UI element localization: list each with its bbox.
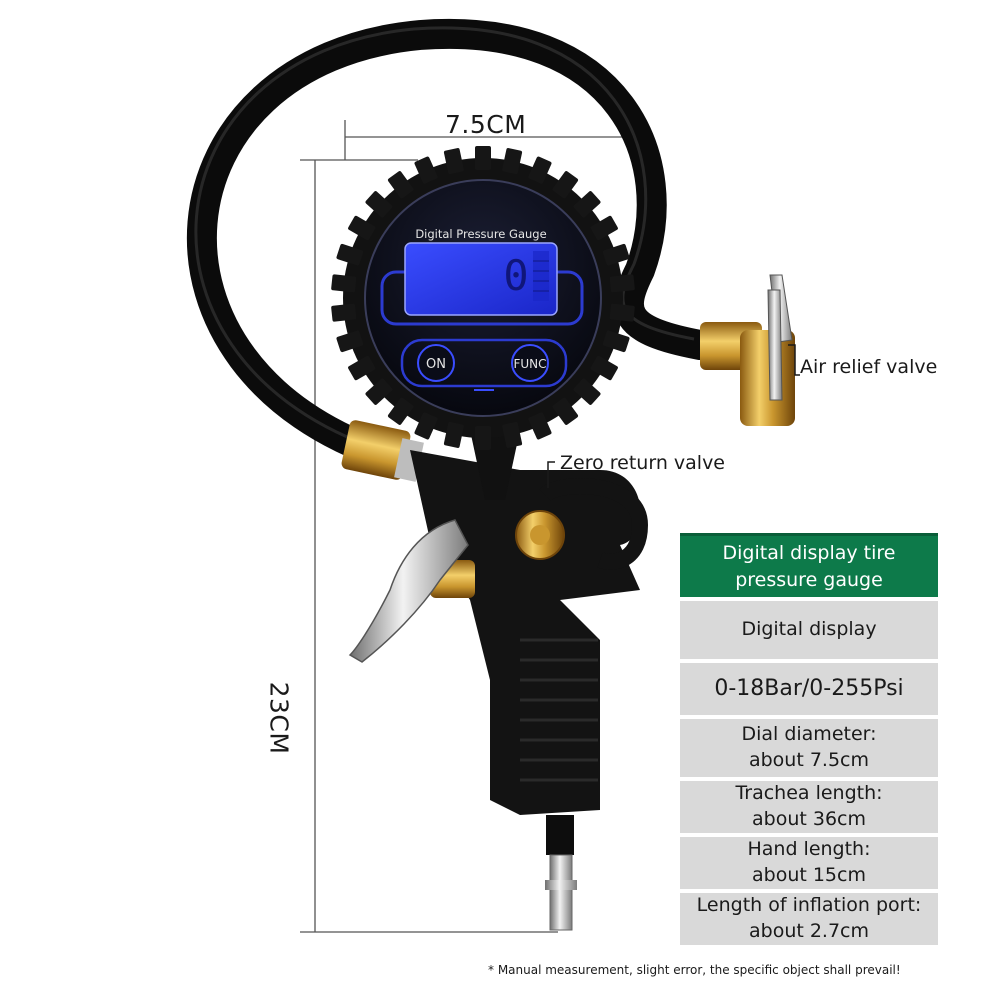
height-dimension-label: 23CM [264,681,294,755]
gun-body [348,450,649,931]
on-button[interactable]: ON [417,344,455,382]
spec-row-text: 0-18Bar/0-255Psi [714,676,904,702]
spec-row: Dial diameter: about 7.5cm [680,719,938,777]
gauge-face-title: Digital Pressure Gauge [415,227,546,241]
spec-row: Hand length: about 15cm [680,837,938,889]
spec-table: Digital display tire pressure gauge Digi… [680,533,938,945]
spec-row: Length of inflation port: about 2.7cm [680,893,938,945]
spec-row-text: Length of inflation port: about 2.7cm [696,894,922,942]
spec-row-text: Dial diameter: about 7.5cm [741,723,877,771]
width-dimension-label: 7.5CM [445,110,527,139]
func-button-label: FUNC [513,357,546,371]
lcd-reading: 0 [503,251,528,300]
spec-header-text: Digital display tire pressure gauge [722,541,896,591]
spec-row-text: Hand length: about 15cm [747,838,871,886]
spec-row: Trachea length: about 36cm [680,781,938,833]
brass-chuck [700,274,795,426]
callout-leaders [547,344,800,488]
func-button[interactable]: FUNC [511,344,549,382]
zero-return-valve-label: Zero return valve [560,452,725,474]
spec-table-header: Digital display tire pressure gauge [680,533,938,597]
air-relief-valve-label: Air relief valve [800,356,938,378]
spec-row: 0-18Bar/0-255Psi [680,663,938,715]
spec-row: Digital display [680,601,938,659]
spec-row-text: Trachea length: about 36cm [735,782,883,830]
dimension-lines [300,120,638,933]
on-button-label: ON [426,357,446,372]
spec-row-text: Digital display [741,618,877,641]
footnote: * Manual measurement, slight error, the … [488,963,901,977]
